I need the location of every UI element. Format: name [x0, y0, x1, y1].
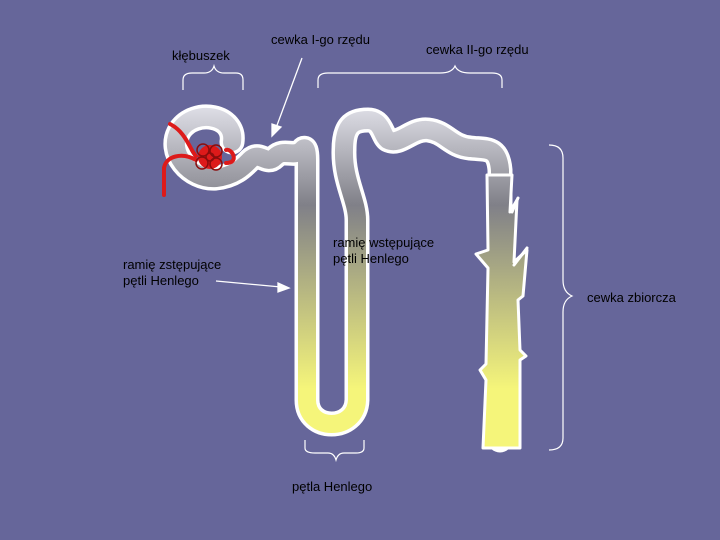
descending-limb-arrow [215, 280, 291, 293]
blood-vessels [162, 122, 236, 197]
pct-arrow [271, 57, 303, 138]
ascending-limb-label: ramię wstępujące pętli Henlego [333, 235, 434, 267]
collecting-duct-bracket [548, 144, 574, 451]
collecting-duct [474, 173, 529, 450]
descending-limb-label: ramię zstępujące pętli Henlego [123, 257, 221, 289]
ascending-limb-label-line1: ramię wstępujące [333, 235, 435, 250]
ascending-limb-label-line2: pętli Henlego [333, 251, 409, 266]
glomerulus-label: kłębuszek [172, 48, 230, 63]
distal-tubule-bracket [317, 64, 503, 88]
distal-tubule-label: cewka II-go rzędu [426, 42, 529, 57]
collecting-duct-label: cewka zbiorcza [587, 290, 676, 305]
glomerulus-bracket [182, 63, 244, 90]
proximal-tubule-label: cewka I-go rzędu [271, 32, 370, 47]
glomerulus [195, 143, 223, 171]
loop-bracket [304, 440, 365, 463]
tubule-body [166, 107, 509, 449]
loop-of-henle-label: pętla Henlego [292, 479, 373, 494]
descending-limb-label-line2: pętli Henlego [123, 273, 199, 288]
descending-limb-label-line1: ramię zstępujące [123, 257, 222, 272]
